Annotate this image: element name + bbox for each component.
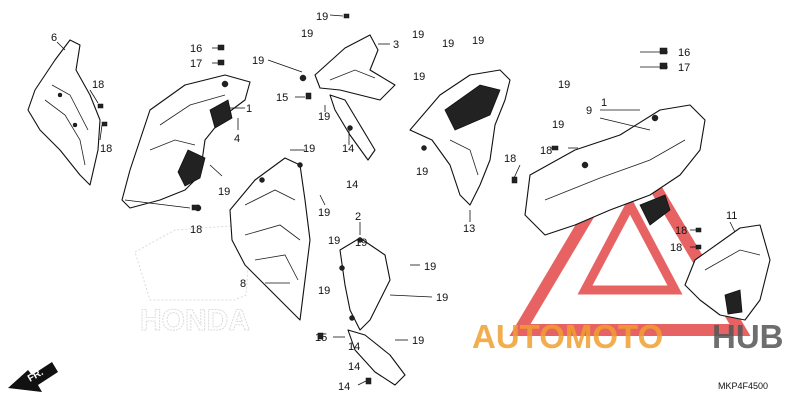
callout-17: 17 [678,62,690,74]
callout-2: 2 [355,211,361,223]
part-6-side-cover [27,39,101,186]
diagram-code: MKP4F4500 [718,381,768,391]
callout-16: 16 [190,43,202,55]
callout-4: 4 [234,133,240,145]
part-3-upper-bracket [299,34,396,161]
callout-19: 19 [472,35,484,47]
callout-19: 19 [558,79,570,91]
callout-18: 18 [504,153,516,165]
callout-19: 19 [436,292,448,304]
callout-14: 14 [338,381,350,393]
callout-19: 19 [318,285,330,297]
part-2-stay [339,237,406,386]
callout-19: 19 [416,166,428,178]
callout-19: 19 [413,71,425,83]
watermark-hub-text: HUB [712,318,784,355]
callout-18: 18 [670,242,682,254]
callout-19: 19 [218,186,230,198]
callout-18: 18 [190,224,202,236]
part-11-right-small-cover [684,224,771,321]
callout-19: 19 [412,29,424,41]
callout-9: 9 [586,105,592,117]
part-13-center-duct [409,69,511,206]
callout-19: 19 [328,235,340,247]
callout-14: 14 [346,179,358,191]
callout-19: 19 [252,55,264,67]
callout-19: 19 [318,111,330,123]
callout-3: 3 [393,39,399,51]
part-9-right-cowl [524,104,706,236]
watermark-automoto-text: AUTOMOTO [472,318,663,355]
callout-8: 8 [240,278,246,290]
callout-19: 19 [442,38,454,50]
front-direction-arrow: FR. [8,362,58,392]
callout-18: 18 [100,143,112,155]
automotohub-triangle-logo [509,133,751,336]
callout-19: 19 [301,28,313,40]
callout-19: 19 [552,119,564,131]
callout-18: 18 [675,225,687,237]
callout-16: 16 [678,47,690,59]
callout-18: 18 [540,145,552,157]
callout-11: 11 [726,210,737,222]
callout-19: 19 [424,261,436,273]
callout-13: 13 [463,223,475,235]
callout-19: 19 [412,335,424,347]
callout-14: 14 [342,143,354,155]
callout-19: 19 [303,143,315,155]
callout-15: 15 [276,92,288,104]
callout-14: 14 [348,361,360,373]
callout-19: 19 [355,237,367,249]
callout-19: 19 [316,11,328,23]
callout-17: 17 [190,58,202,70]
honda-logo-watermark: HONDA [134,225,251,338]
part-4-inner-panel [121,74,251,212]
callout-1: 1 [601,97,607,109]
honda-logo-text: HONDA [140,304,250,337]
callout-14: 14 [348,341,360,353]
fasteners [97,13,702,385]
automotohub-watermark: AUTOMOTO HUB [472,318,784,355]
callout-labels: 6 18 18 16 17 1 4 19 18 19 3 19 19 15 19… [51,11,737,393]
callout-18: 18 [92,79,104,91]
callout-1: 1 [246,103,252,115]
part-8-lower-inner-cover [229,157,311,321]
callout-19: 19 [318,207,330,219]
leader-lines [56,14,736,386]
callout-6: 6 [51,32,57,44]
